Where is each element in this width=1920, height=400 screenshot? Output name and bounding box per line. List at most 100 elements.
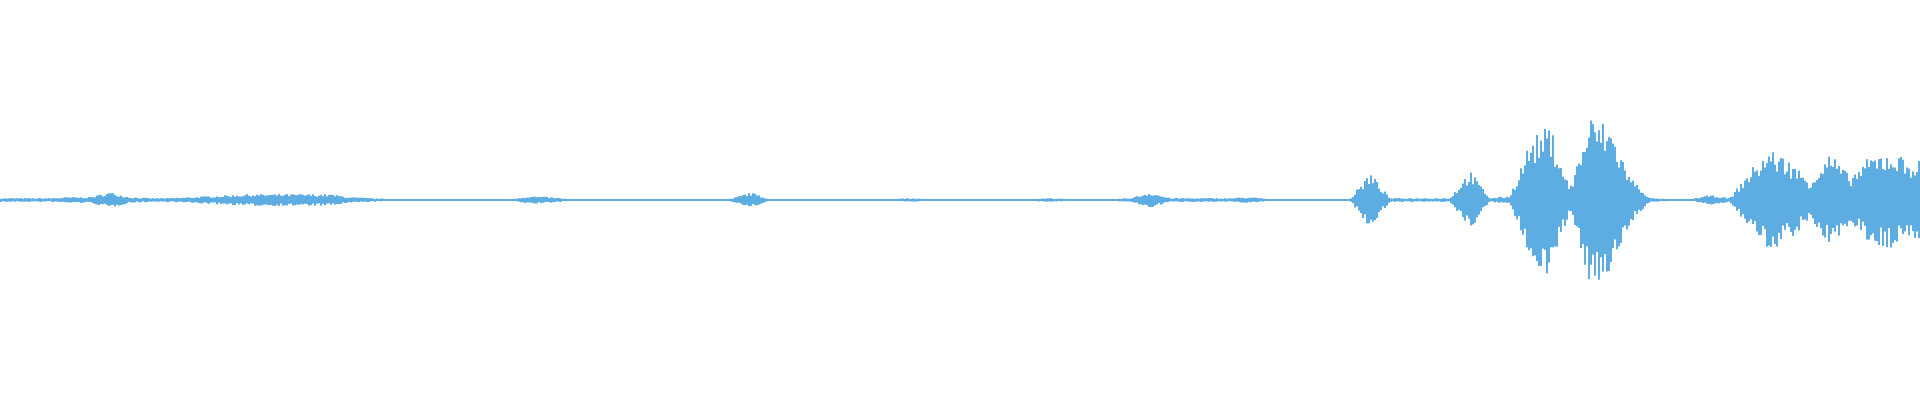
waveform-sample [1798, 170, 1800, 231]
waveform-sample [1428, 198, 1430, 202]
waveform-sample [328, 195, 330, 204]
waveform-sample [574, 199, 576, 201]
waveform-sample [1160, 196, 1162, 205]
waveform-sample [94, 197, 96, 205]
waveform-sample [18, 198, 20, 202]
waveform-sample [1906, 167, 1908, 226]
waveform-sample [1310, 199, 1312, 201]
waveform-sample [594, 199, 596, 201]
waveform-sample [1768, 156, 1770, 246]
waveform-sample [158, 198, 160, 202]
waveform-sample [60, 198, 62, 203]
waveform-sample [1766, 163, 1768, 247]
waveform-sample [894, 199, 896, 201]
waveform-sample [140, 198, 142, 203]
waveform-sample [12, 198, 14, 202]
waveform-sample [758, 195, 760, 205]
waveform-sample [518, 198, 520, 202]
waveform-sample [318, 195, 320, 204]
waveform-sample [378, 199, 380, 202]
waveform-sample [308, 194, 310, 206]
waveform-sample [216, 196, 218, 205]
waveform-sample [412, 199, 414, 201]
waveform-sample [1248, 197, 1250, 202]
waveform-sample [1708, 196, 1710, 204]
waveform-sample [1548, 130, 1550, 263]
waveform-sample [1226, 198, 1228, 202]
waveform-sample [10, 198, 12, 202]
waveform-sample [1074, 199, 1076, 201]
waveform-sample [468, 199, 470, 201]
waveform-sample [1036, 199, 1038, 202]
waveform-sample [1354, 194, 1356, 208]
waveform-sample [1046, 198, 1048, 202]
waveform-sample [1072, 199, 1074, 201]
waveform-sample [1228, 198, 1230, 202]
waveform-sample [1100, 199, 1102, 201]
waveform-sample [1274, 199, 1276, 201]
waveform-sample [956, 199, 958, 201]
waveform-sample [1334, 199, 1336, 201]
waveform-sample [774, 199, 776, 201]
waveform-sample [4, 198, 6, 202]
waveform-sample [1606, 141, 1608, 272]
waveform-sample [1876, 168, 1878, 242]
waveform-sample [0, 198, 2, 202]
waveform-sample [1614, 146, 1616, 240]
waveform-sample [1162, 196, 1164, 204]
waveform-sample [606, 199, 608, 201]
waveform-sample [1122, 198, 1124, 202]
waveform-sample [294, 194, 296, 206]
waveform-sample [1296, 199, 1298, 201]
waveform-sample [30, 198, 32, 202]
waveform-sample [1498, 197, 1500, 203]
waveform-sample [996, 199, 998, 201]
waveform-sample [762, 197, 764, 203]
waveform-sample [116, 196, 118, 205]
waveform-sample [1892, 167, 1894, 243]
waveform-sample [1744, 180, 1746, 219]
waveform-sample [1760, 170, 1762, 235]
waveform-sample [642, 199, 644, 201]
waveform-sample [718, 199, 720, 201]
waveform-sample [340, 196, 342, 204]
waveform-sample [1512, 188, 1514, 210]
waveform-sample [1504, 197, 1506, 203]
waveform-sample [794, 199, 796, 201]
waveform-sample [1568, 189, 1570, 211]
waveform-sample [1786, 171, 1788, 224]
waveform-sample [298, 194, 300, 205]
waveform-sample [224, 195, 226, 204]
waveform-sample [1394, 198, 1396, 202]
waveform-sample [1410, 198, 1412, 202]
waveform-sample [970, 199, 972, 201]
waveform-sample [1518, 180, 1520, 217]
waveform-sample [1870, 160, 1872, 236]
waveform-sample [1836, 168, 1838, 226]
waveform-sample [1734, 191, 1736, 207]
waveform-sample [1732, 196, 1734, 206]
waveform-sample [36, 198, 38, 202]
waveform-sample [1388, 197, 1390, 203]
waveform-sample [876, 199, 878, 201]
waveform-sample [1434, 198, 1436, 202]
waveform-sample [1474, 177, 1476, 223]
waveform-sample [1502, 197, 1504, 203]
waveform-sample [732, 198, 734, 203]
waveform-sample [1492, 197, 1494, 202]
waveform-sample [1124, 198, 1126, 202]
waveform-sample [1562, 176, 1564, 220]
waveform-sample [1364, 180, 1366, 215]
waveform-sample [1196, 198, 1198, 202]
waveform-sample [1852, 177, 1854, 223]
waveform-sample [74, 197, 76, 202]
waveform-sample [1212, 198, 1214, 202]
waveform-sample [164, 198, 166, 202]
waveform-sample [304, 195, 306, 204]
waveform-sample [1030, 199, 1032, 201]
waveform-sample [1238, 197, 1240, 202]
waveform-sample [1700, 197, 1702, 203]
waveform-sample [1574, 175, 1576, 225]
waveform-sample [436, 199, 438, 201]
waveform-sample [944, 199, 946, 201]
